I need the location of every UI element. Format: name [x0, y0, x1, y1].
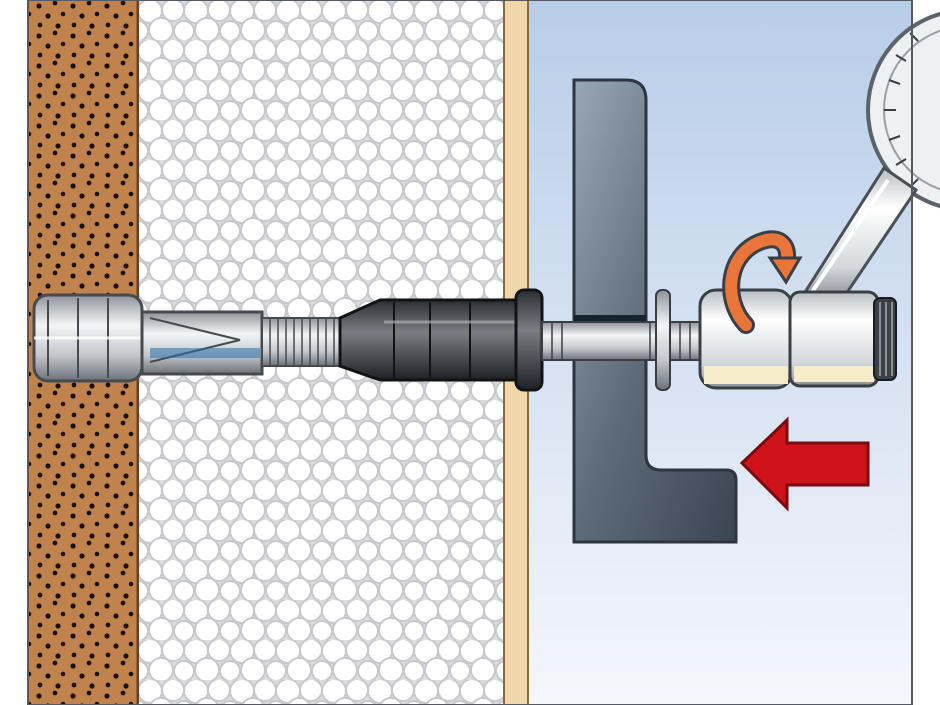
expansion-anchor — [32, 293, 144, 383]
diagram-frame — [27, 0, 913, 705]
threaded-rod — [541, 321, 713, 361]
bracket-slot — [574, 315, 646, 324]
anchor-collar — [514, 288, 544, 392]
anchor-shaft — [140, 310, 264, 376]
torque-wrench-dial — [866, 11, 940, 209]
rotation-arrow-icon — [722, 230, 803, 334]
threaded-section — [261, 317, 343, 367]
anchor-sleeve — [338, 298, 522, 382]
washer — [655, 289, 671, 391]
setting-tool — [698, 288, 897, 390]
angle-bracket — [572, 78, 738, 544]
push-direction-arrow-icon — [739, 416, 870, 512]
